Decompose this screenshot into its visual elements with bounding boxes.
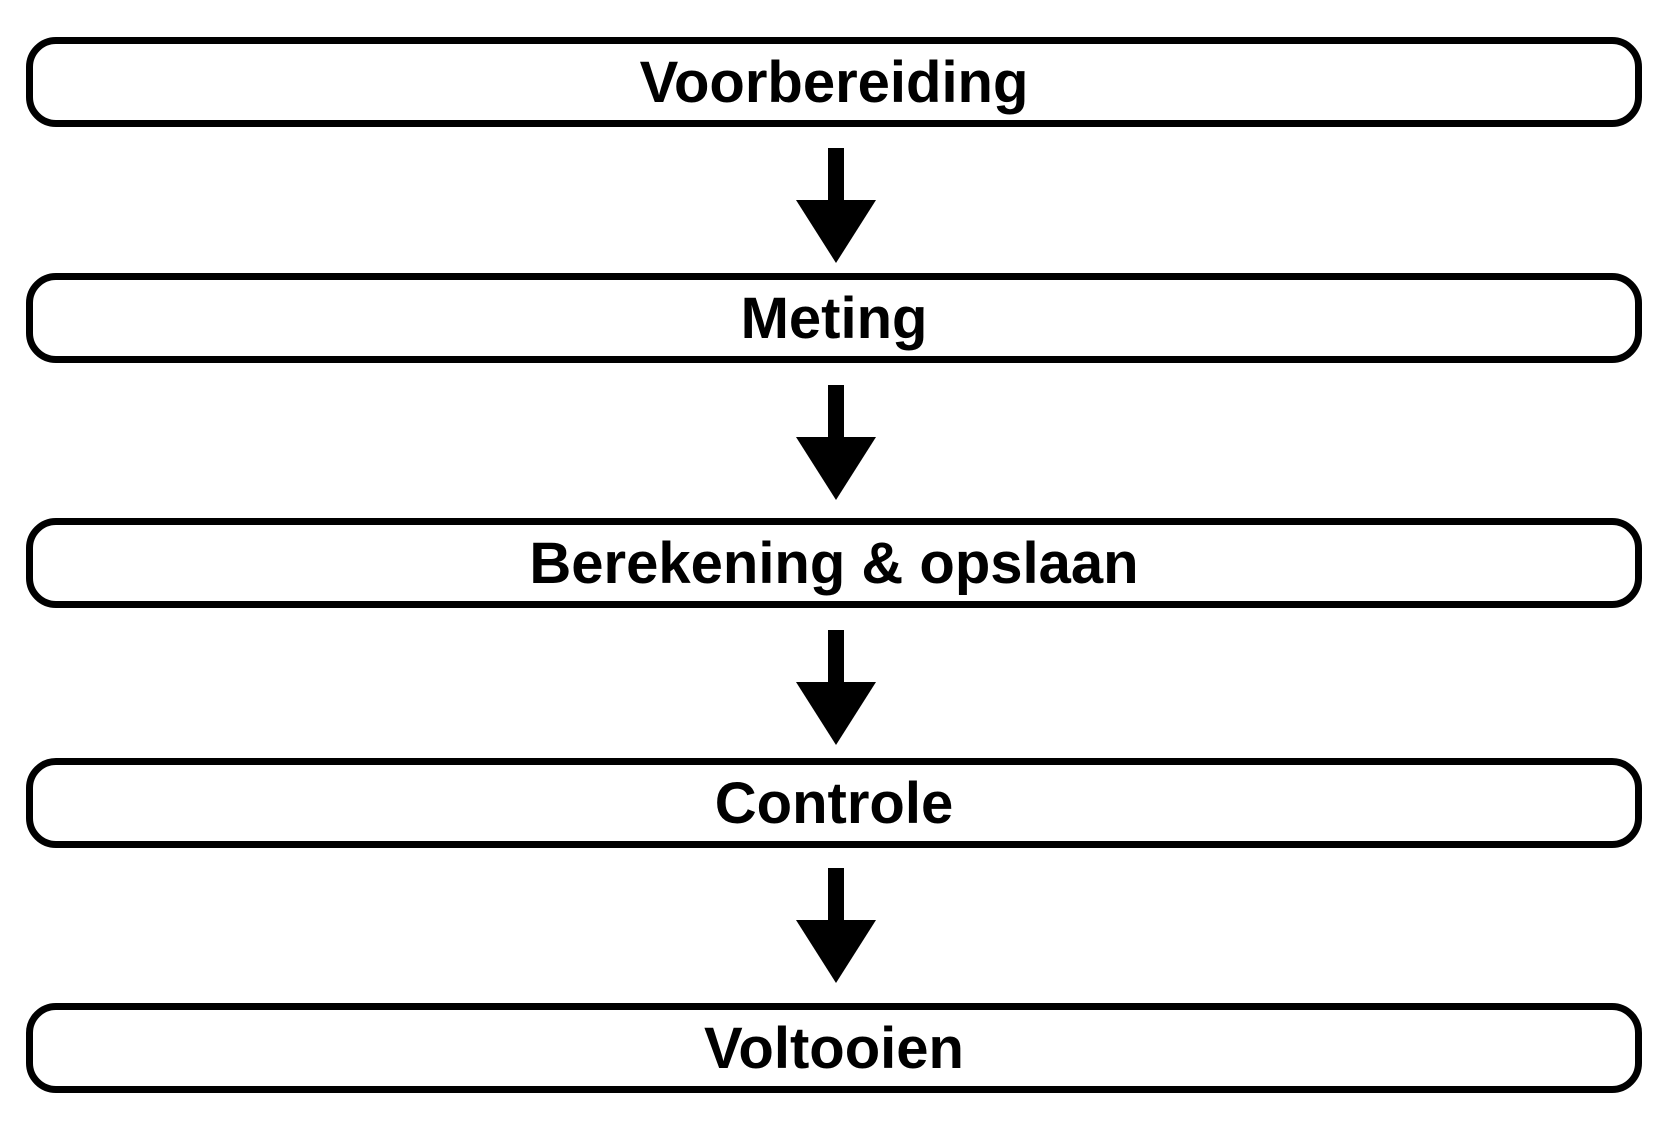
step-box-berekening-opslaan: Berekening & opslaan [26,518,1642,608]
arrow-stem [828,868,844,922]
step-label: Voltooien [704,1015,964,1081]
arrow-head [796,920,876,983]
step-label: Meting [740,285,928,351]
step-box-meting: Meting [26,273,1642,363]
step-label: Berekening & opslaan [529,530,1139,596]
down-arrow-icon [796,148,876,263]
arrow-stem [828,630,844,684]
arrow-head [796,200,876,263]
arrow-head [796,437,876,500]
step-label: Controle [714,770,954,836]
down-arrow-icon [796,385,876,500]
arrow-stem [828,385,844,439]
step-label: Voorbereiding [639,49,1029,115]
down-arrow-icon [796,630,876,745]
step-box-voltooien: Voltooien [26,1003,1642,1093]
arrow-stem [828,148,844,202]
step-box-voorbereiding: Voorbereiding [26,37,1642,127]
step-box-controle: Controle [26,758,1642,848]
down-arrow-icon [796,868,876,983]
arrow-head [796,682,876,745]
